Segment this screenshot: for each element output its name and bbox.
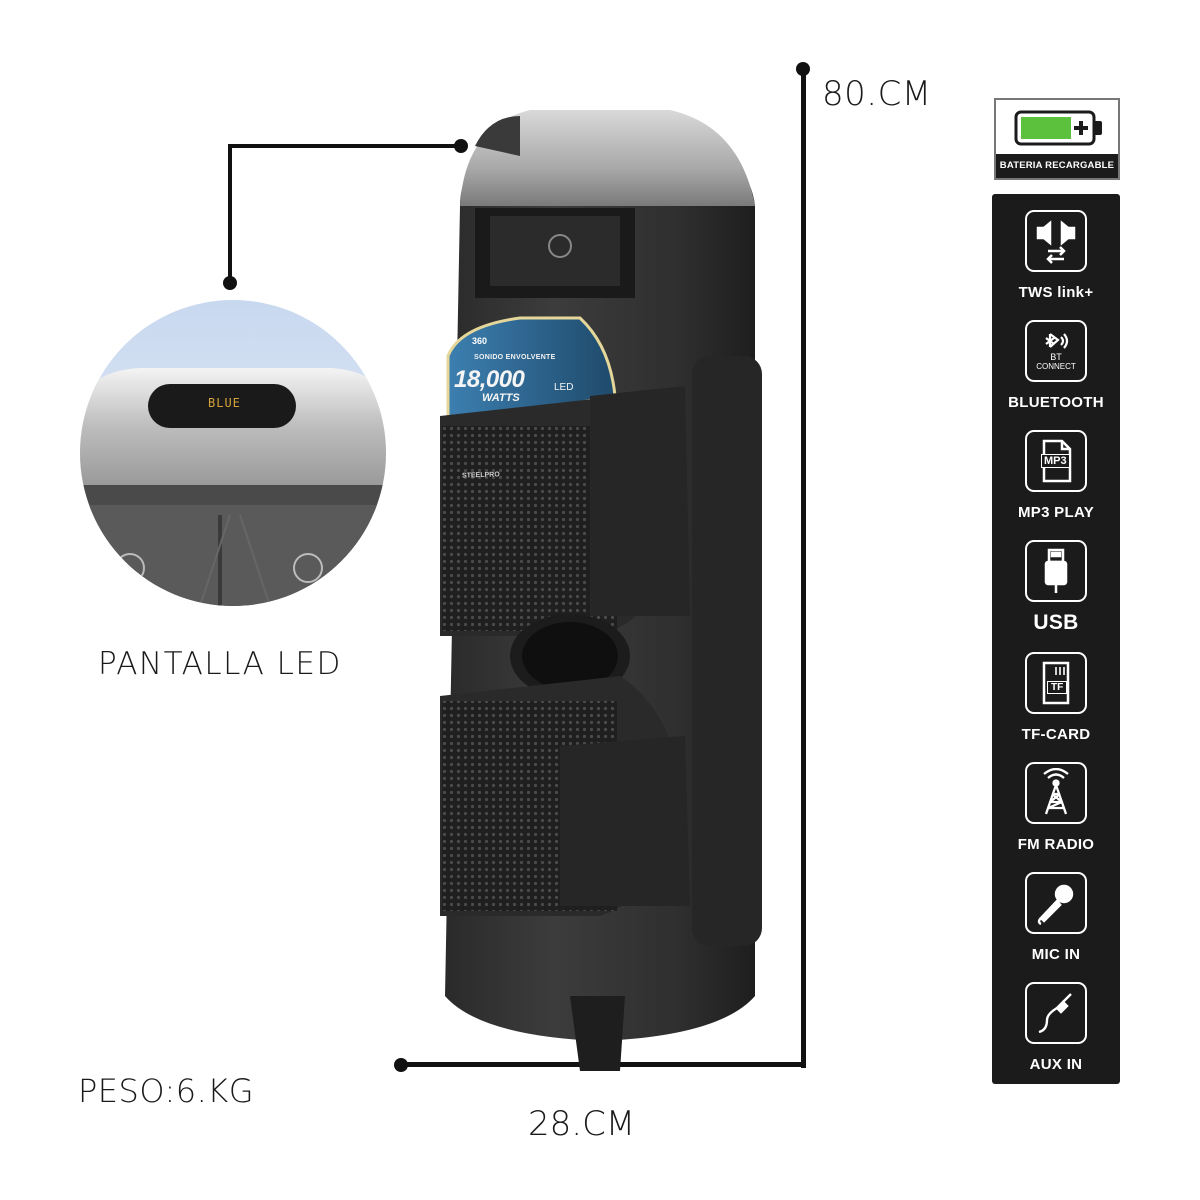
usb-icon: [1025, 540, 1087, 602]
bt-connect-icon: BT CONNECT: [1025, 320, 1087, 382]
height-dimension-line: [801, 68, 806, 1068]
feature-mic: MIC IN: [992, 872, 1120, 963]
speaker-image: 360 SONIDO ENVOLVENTE 18,000 WATTS LED S…: [420, 96, 780, 1076]
tf-icon-text: TF: [1047, 681, 1068, 694]
led-display-label: PANTALLA LED: [98, 646, 342, 682]
battery-label: BATERIA RECARGABLE: [996, 154, 1118, 178]
feature-bluetooth-label: BLUETOOTH: [1008, 394, 1104, 411]
feature-bluetooth: BT CONNECT BLUETOOTH: [992, 320, 1120, 411]
feature-usb-label: USB: [1033, 611, 1079, 634]
microphone-icon: [1025, 872, 1087, 934]
feature-fm-label: FM RADIO: [1017, 836, 1095, 853]
feature-mp3: MP3 MP3 PLAY: [992, 430, 1120, 521]
tws-link-icon: [1025, 210, 1087, 272]
tf-card-icon: TF: [1025, 652, 1087, 714]
feature-mp3-label: MP3 PLAY: [1017, 504, 1095, 521]
weight-label: PESO:6.KG: [78, 1072, 255, 1110]
features-panel: TWS link+ BT CONNECT BLUETOOTH MP3 MP3 P…: [992, 194, 1120, 1084]
feature-tws: TWS link+: [992, 210, 1120, 301]
feature-aux: AUX IN: [992, 982, 1120, 1073]
battery-card: BATERIA RECARGABLE: [994, 98, 1120, 180]
feature-tfcard: TF TF-CARD: [992, 652, 1120, 743]
badge-degrees: 360: [472, 336, 488, 346]
badge-watts: 18,000: [454, 366, 525, 393]
battery-charging-icon: [1014, 108, 1106, 153]
badge-led: LED: [554, 382, 574, 393]
led-display-text: BLUE: [208, 396, 241, 410]
feature-usb: USB: [992, 540, 1120, 635]
aux-cable-icon: [1025, 982, 1087, 1044]
feature-aux-label: AUX IN: [1029, 1056, 1083, 1073]
feature-tws-label: TWS link+: [1018, 284, 1094, 301]
led-display-closeup: BLUE: [80, 300, 386, 606]
radio-tower-icon: [1025, 762, 1087, 824]
feature-fm: FM RADIO: [992, 762, 1120, 853]
width-label: 28.CM: [528, 1104, 636, 1144]
height-label: 80.CM: [822, 74, 932, 114]
feature-mic-label: MIC IN: [1031, 946, 1081, 963]
callout-dot-top: [454, 139, 468, 153]
bt-icon-subtext: CONNECT: [1036, 361, 1076, 371]
mp3-file-icon: MP3: [1025, 430, 1087, 492]
speaker-brand: STEELPRO: [461, 471, 500, 480]
callout-connector-vertical: [228, 144, 232, 284]
callout-dot-bottom: [223, 276, 237, 290]
badge-watts-unit: WATTS: [482, 392, 520, 404]
mp3-icon-text: MP3: [1041, 454, 1070, 468]
bt-icon-text: BT: [1050, 351, 1062, 362]
callout-connector-horizontal: [228, 144, 460, 148]
feature-tfcard-label: TF-CARD: [1021, 726, 1091, 743]
badge-line1: SONIDO ENVOLVENTE: [474, 354, 556, 361]
